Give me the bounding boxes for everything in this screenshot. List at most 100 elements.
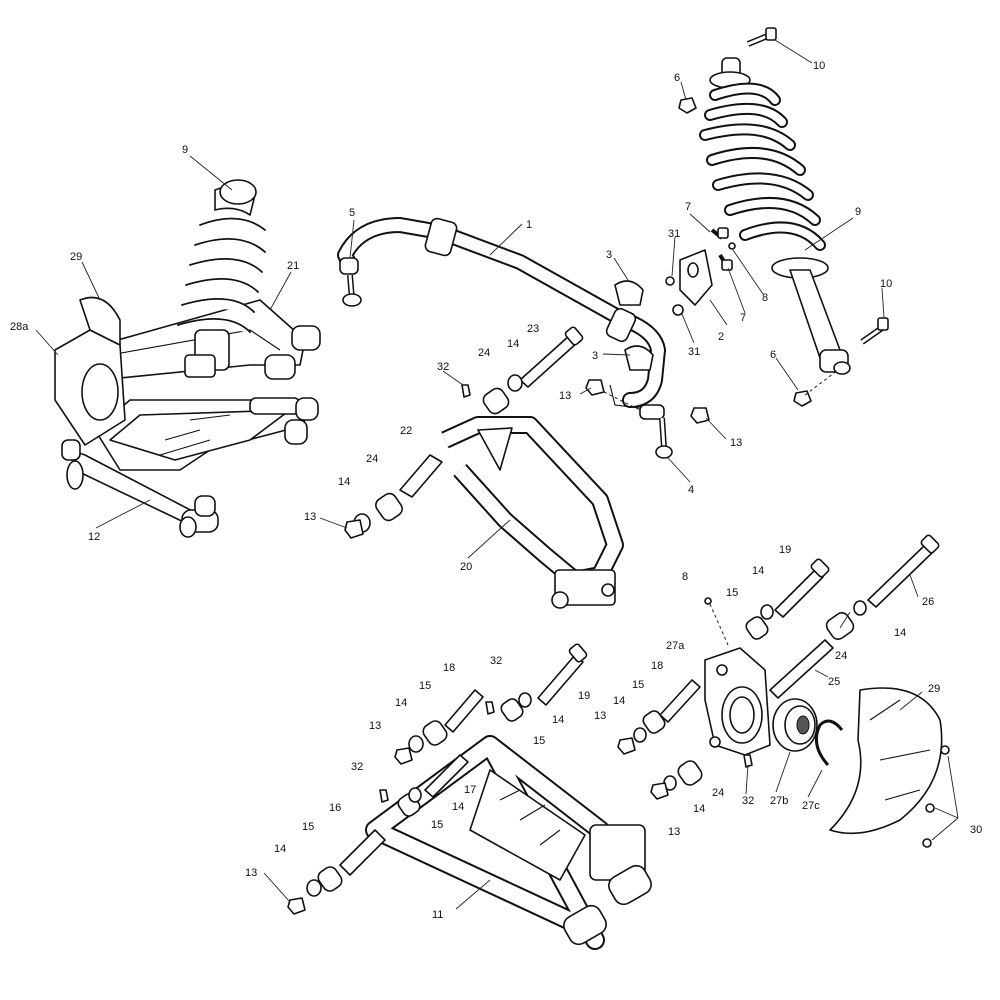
callout-24-upper-a[interactable]: 24 — [478, 347, 490, 359]
callout-13-stab-link[interactable]: 13 — [730, 437, 742, 449]
callout-30[interactable]: 30 — [970, 824, 982, 836]
stabilizer-bar-group — [337, 217, 710, 459]
callout-3-lower[interactable]: 3 — [592, 350, 598, 362]
callout-15-lower-c[interactable]: 15 — [431, 819, 443, 831]
callout-24-knuckle-a[interactable]: 24 — [835, 650, 847, 662]
lower-arm-bushing — [284, 419, 308, 445]
callout-13-knuckle-a[interactable]: 13 — [594, 710, 606, 722]
callout-15-knuckle-a[interactable]: 15 — [726, 587, 738, 599]
callout-14-lower-d[interactable]: 14 — [274, 843, 286, 855]
callout-25[interactable]: 25 — [828, 676, 840, 688]
callout-31-upper[interactable]: 31 — [668, 228, 680, 240]
bushing-3-lower — [624, 345, 654, 371]
callout-6-upper[interactable]: 6 — [674, 72, 680, 84]
callout-6-lower[interactable]: 6 — [770, 349, 776, 361]
callout-32-knuckle[interactable]: 32 — [742, 795, 754, 807]
callout-23[interactable]: 23 — [527, 323, 539, 335]
bushing-24-b — [482, 387, 510, 415]
callout-14-lower-c[interactable]: 14 — [452, 801, 464, 813]
callout-15-knuckle-b[interactable]: 15 — [632, 679, 644, 691]
grease-fitting-32-c — [485, 701, 495, 715]
callout-8-knuckle[interactable]: 8 — [682, 571, 688, 583]
callout-14-knuckle-b[interactable]: 14 — [894, 627, 906, 639]
sleeve-25 — [769, 639, 834, 699]
callout-15-lower-b[interactable]: 15 — [533, 735, 545, 747]
callout-18-lower[interactable]: 18 — [443, 662, 455, 674]
callout-7-lower[interactable]: 7 — [740, 312, 746, 324]
knuckle-group — [617, 534, 950, 848]
pin-18-b — [659, 679, 701, 723]
callout-9-right[interactable]: 9 — [855, 206, 861, 218]
callout-13-lower-arm-b[interactable]: 13 — [245, 867, 257, 879]
grease-fitting-32-d — [743, 754, 753, 768]
callout-32-lower-a[interactable]: 32 — [490, 655, 502, 667]
shock-absorber-left — [177, 179, 266, 378]
callout-7-upper[interactable]: 7 — [685, 201, 691, 213]
callout-19-lower[interactable]: 19 — [578, 690, 590, 702]
callout-14-upper-pin[interactable]: 14 — [338, 476, 350, 488]
shock-absorber-right — [678, 27, 889, 407]
callout-2[interactable]: 2 — [718, 331, 724, 343]
callout-5[interactable]: 5 — [349, 207, 355, 219]
callout-14-knuckle-d[interactable]: 14 — [693, 803, 705, 815]
disc-guard-29 — [79, 296, 121, 346]
pin-8-b — [704, 597, 712, 605]
bushing-24-c — [825, 612, 855, 640]
bolt-10-upper — [765, 27, 777, 41]
callout-17[interactable]: 17 — [464, 784, 476, 796]
callout-13-knuckle-b[interactable]: 13 — [668, 826, 680, 838]
callout-15-lower-a[interactable]: 15 — [419, 680, 431, 692]
callout-29-right[interactable]: 29 — [928, 683, 940, 695]
callout-32-lower-b[interactable]: 32 — [351, 761, 363, 773]
callout-4[interactable]: 4 — [688, 484, 694, 496]
callout-1[interactable]: 1 — [526, 219, 532, 231]
callout-28a[interactable]: 28a — [10, 321, 29, 333]
skid-plate — [109, 409, 291, 461]
stabilizer-bar-1 — [339, 219, 664, 406]
callout-22[interactable]: 22 — [400, 425, 412, 437]
callout-10-lower[interactable]: 10 — [880, 278, 892, 290]
callout-27b[interactable]: 27b — [770, 795, 788, 807]
washer-14-g — [760, 604, 774, 620]
callout-26[interactable]: 26 — [922, 596, 934, 608]
callout-16[interactable]: 16 — [329, 802, 341, 814]
grease-fitting-32-a — [461, 384, 471, 398]
nut-13-g — [650, 782, 669, 800]
callout-20[interactable]: 20 — [460, 561, 472, 573]
callout-8-bracket[interactable]: 8 — [762, 292, 768, 304]
callout-13-lower-arm-a[interactable]: 13 — [369, 720, 381, 732]
callout-27a[interactable]: 27a — [666, 640, 685, 652]
bushing-3-upper — [614, 280, 644, 306]
grease-fitting-32-b — [379, 789, 389, 803]
callout-24-upper-b[interactable]: 24 — [366, 453, 378, 465]
callout-27c[interactable]: 27c — [802, 800, 820, 812]
callout-31-lower[interactable]: 31 — [688, 346, 700, 358]
bolt-10-lower — [877, 317, 889, 331]
callout-3-upper[interactable]: 3 — [606, 249, 612, 261]
callout-11[interactable]: 11 — [432, 909, 443, 921]
callout-14-knuckle-a[interactable]: 14 — [752, 565, 764, 577]
assembled-front-suspension — [54, 179, 321, 538]
callout-10-upper[interactable]: 10 — [813, 60, 825, 72]
bracket-group — [665, 227, 736, 316]
callout-15-lower-d[interactable]: 15 — [302, 821, 314, 833]
callout-13-stab[interactable]: 13 — [559, 390, 571, 402]
callout-32-upper-arm[interactable]: 32 — [437, 361, 449, 373]
callout-14-upper-bolt[interactable]: 14 — [507, 338, 519, 350]
upper-a-arm-group — [344, 326, 624, 609]
callout-29-left[interactable]: 29 — [70, 251, 82, 263]
callout-9-left[interactable]: 9 — [182, 144, 188, 156]
callout-18-knuckle[interactable]: 18 — [651, 660, 663, 672]
callout-21[interactable]: 21 — [287, 260, 299, 272]
callout-12[interactable]: 12 — [88, 531, 100, 543]
callout-14-lower-a[interactable]: 14 — [395, 697, 407, 709]
callout-13-upper-arm[interactable]: 13 — [304, 511, 316, 523]
callout-19-knuckle[interactable]: 19 — [779, 544, 791, 556]
callout-labels: 1 2 3 3 4 5 6 6 7 7 8 8 9 9 10 10 11 12 … — [10, 60, 982, 921]
callout-14-lower-b[interactable]: 14 — [552, 714, 564, 726]
callout-14-knuckle-c[interactable]: 14 — [613, 695, 625, 707]
nut-13-f — [617, 737, 636, 755]
bushing-15-e — [745, 616, 769, 640]
callout-24-knuckle-b[interactable]: 24 — [712, 787, 724, 799]
disc-guard-29-right — [829, 687, 943, 835]
